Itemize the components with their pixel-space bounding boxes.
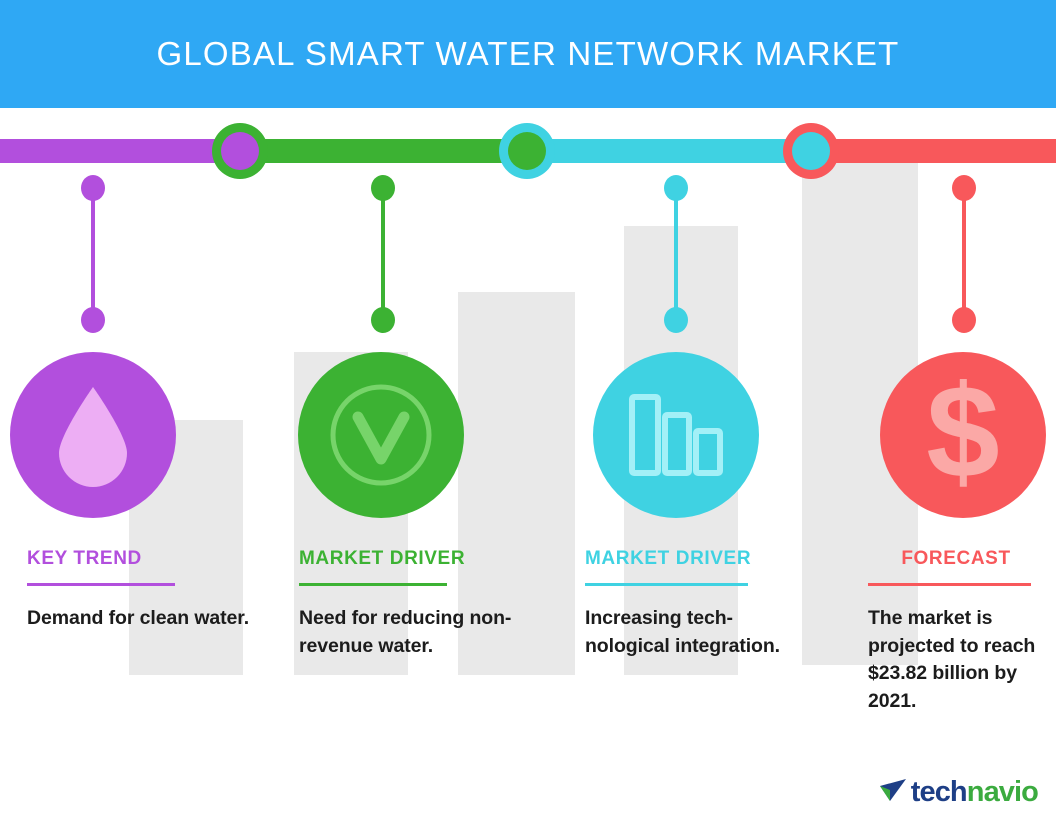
icon-circle-dollar: $	[880, 352, 1046, 518]
dollar-sign-icon: $	[908, 373, 1018, 497]
connector-red	[952, 175, 976, 333]
check-circle-icon	[325, 379, 437, 491]
timeline-segment-green	[230, 139, 527, 163]
column-key-trend-rule	[27, 583, 175, 586]
timeline-node-1	[212, 123, 268, 179]
column-market-driver-2-kicker: MARKET DRIVER	[585, 548, 752, 569]
connector-cyan-stem	[674, 187, 678, 321]
bar-chart-icon	[628, 393, 724, 477]
connector-purple-stem	[91, 187, 95, 321]
svg-text:$: $	[926, 373, 999, 497]
connector-red-knob-bottom	[952, 307, 976, 333]
logo-text-tech: tech	[910, 776, 968, 808]
connector-cyan-knob-bottom	[664, 307, 688, 333]
timeline-node-1-core	[221, 132, 259, 170]
column-market-driver-1: MARKET DRIVER Need for reducing non-reve…	[299, 548, 529, 660]
column-market-driver-2-body: Increasing tech- nological integration.	[585, 605, 833, 660]
column-market-driver-2: MARKET DRIVER Increasing tech- nological…	[585, 548, 833, 660]
connector-cyan	[664, 175, 688, 333]
column-market-driver-2-rule	[585, 583, 748, 586]
icon-circle-check	[298, 352, 464, 518]
column-forecast-body: The market is projected to reach $23.82 …	[868, 607, 1036, 713]
timeline-node-3	[783, 123, 839, 179]
column-forecast-rule	[868, 583, 1031, 586]
technavio-logo: tech navio	[878, 776, 1039, 808]
timeline-node-2-core	[508, 132, 546, 170]
connector-purple-knob-bottom	[81, 307, 105, 333]
connector-green	[371, 175, 395, 333]
timeline-segment-purple	[0, 139, 245, 163]
timeline-segment-cyan	[513, 139, 811, 163]
bg-bar-3	[458, 292, 575, 675]
timeline-segment-red	[797, 139, 1056, 163]
column-market-driver-1-body: Need for reducing non-revenue water.	[299, 607, 512, 657]
icon-circle-bar-chart	[593, 352, 759, 518]
water-drop-icon	[51, 383, 135, 487]
paper-plane-icon	[878, 777, 908, 808]
column-key-trend-kicker: KEY TREND	[27, 548, 142, 569]
icon-circle-water-drop	[10, 352, 176, 518]
logo-text-navio: navio	[966, 776, 1039, 808]
column-forecast-kicker: FORECAST	[901, 548, 1011, 569]
column-market-driver-1-kicker: MARKET DRIVER	[299, 548, 466, 569]
connector-red-stem	[962, 187, 966, 321]
column-market-driver-1-rule	[299, 583, 447, 586]
connector-green-knob-bottom	[371, 307, 395, 333]
connector-green-stem	[381, 187, 385, 321]
column-key-trend-body: Demand for clean water.	[27, 607, 250, 629]
timeline-node-3-core	[792, 132, 830, 170]
column-market-driver-2-body-line2: nological integration.	[585, 634, 780, 657]
page-title: GLOBAL SMART WATER NETWORK MARKET	[156, 35, 900, 72]
header-band	[0, 0, 1056, 108]
connector-purple	[81, 175, 105, 333]
column-forecast: FORECAST The market is projected to reac…	[868, 548, 1044, 716]
column-key-trend: KEY TREND Demand for clean water.	[27, 548, 257, 633]
timeline-node-2	[499, 123, 555, 179]
column-market-driver-2-body-line1: Increasing tech-	[585, 607, 733, 629]
